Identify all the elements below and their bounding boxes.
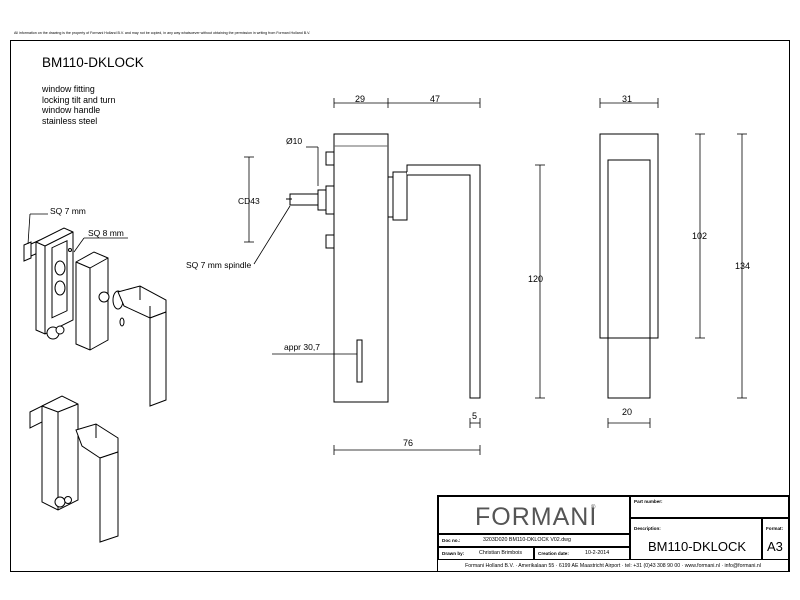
dimension-label: 102 bbox=[692, 231, 708, 241]
dimension-label: 76 bbox=[403, 438, 414, 448]
dimension-label: 31 bbox=[622, 94, 633, 104]
creation-date-cell: Creation date: 10-2-2014 bbox=[534, 547, 630, 560]
drawn-by-cell: Drawn by: Christian Brimbois bbox=[438, 547, 534, 560]
product-description: window fitting locking tilt and turn win… bbox=[42, 84, 115, 126]
product-title: BM110-DKLOCK bbox=[42, 55, 144, 70]
format-cell: Format: A3 bbox=[762, 518, 790, 560]
sq8-label: SQ 8 mm bbox=[88, 228, 124, 238]
brand-logo: FORMANI bbox=[475, 503, 598, 531]
description-label: Description: bbox=[634, 526, 661, 531]
creation-date-label: Creation date: bbox=[538, 551, 569, 556]
format-label: Format: bbox=[766, 526, 784, 531]
dimension-label: 20 bbox=[622, 407, 633, 417]
description-line: stainless steel bbox=[42, 115, 98, 126]
isometric-view-assembled bbox=[29, 395, 119, 543]
dimension-lines bbox=[27, 98, 747, 455]
front-view bbox=[599, 133, 659, 399]
part-number-cell: Part number: bbox=[630, 496, 790, 518]
title-block: FORMANI ® Part number: Description: BM11… bbox=[437, 495, 790, 572]
spindle-label: SQ 7 mm spindle bbox=[186, 260, 252, 270]
doc-no-row: Doc no.: 3203D020 BM110-DKLOCK V02.dwg bbox=[438, 534, 630, 547]
dimension-label: 29 bbox=[355, 94, 366, 104]
brand-cell: FORMANI ® bbox=[438, 496, 630, 534]
dimension-label: 47 bbox=[430, 94, 441, 104]
drawing-frame bbox=[10, 40, 790, 572]
drawn-by-value: Christian Brimbois bbox=[479, 550, 522, 556]
description-line: window handle bbox=[42, 105, 101, 115]
side-view bbox=[286, 133, 481, 403]
creation-date-value: 10-2-2014 bbox=[585, 550, 610, 556]
doc-no-value: 3203D020 BM110-DKLOCK V02.dwg bbox=[483, 537, 571, 543]
dimension-label: 134 bbox=[735, 261, 751, 271]
dimension-label: 120 bbox=[528, 274, 544, 284]
description-line: window fitting bbox=[42, 84, 95, 94]
isometric-view-exploded bbox=[23, 227, 167, 407]
appr-label: appr 30,7 bbox=[284, 342, 320, 352]
copyright-disclaimer: All information on the drawing is the pr… bbox=[14, 31, 311, 35]
cd-label: CD43 bbox=[238, 196, 260, 206]
description-cell: Description: BM110-DKLOCK bbox=[630, 518, 762, 560]
doc-no-label: Doc no.: bbox=[442, 538, 461, 543]
description-line: locking tilt and turn bbox=[42, 94, 116, 105]
dimension-label: 5 bbox=[472, 411, 478, 421]
brand-registered-mark: ® bbox=[591, 505, 596, 511]
sq7-label: SQ 7 mm bbox=[50, 206, 86, 216]
company-footer: Formani Holland B.V. · Amerikalaan 55 · … bbox=[465, 563, 761, 569]
diameter-label: Ø10 bbox=[286, 136, 303, 146]
description-value: BM110-DKLOCK bbox=[648, 539, 747, 554]
part-number-label: Part number: bbox=[634, 499, 663, 504]
format-value: A3 bbox=[767, 539, 783, 554]
drawn-by-label: Drawn by: bbox=[442, 551, 465, 556]
